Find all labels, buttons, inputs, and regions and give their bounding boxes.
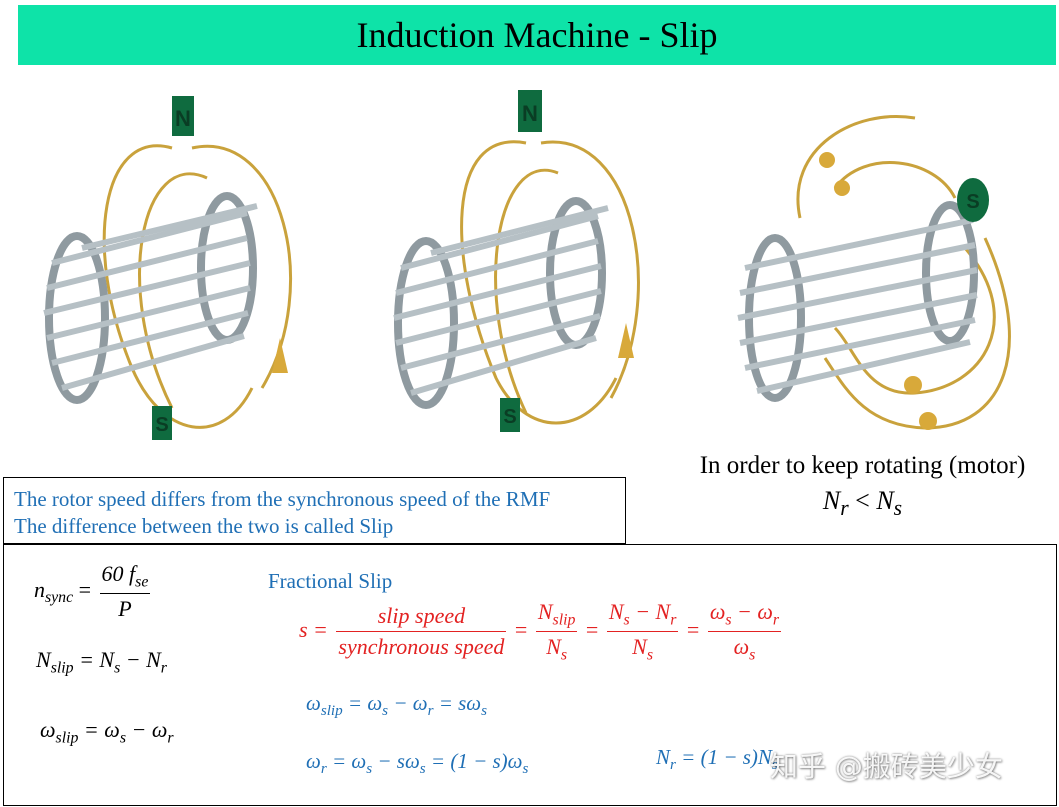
svg-text:S: S: [966, 191, 979, 213]
rotor-figure-3: S: [715, 88, 1015, 448]
wslip-blue-formula: ωslip = ωs − ωr = sωs: [306, 691, 488, 720]
motor-condition-caption: In order to keep rotating (motor) Nr < N…: [670, 452, 1055, 521]
watermark: 知乎 @搬砖美少女: [770, 750, 1003, 783]
wslip-formula: ωslip = ωs − ωr: [40, 717, 174, 747]
svg-text:S: S: [503, 406, 516, 428]
svg-text:N: N: [175, 106, 191, 131]
caption-text: In order to keep rotating (motor): [699, 452, 1026, 479]
nr-blue-formula: Nr = (1 − s)Ns: [656, 745, 778, 774]
fractional-slip-label: Fractional Slip: [268, 569, 393, 593]
nslip-formula: Nslip = Ns − Nr: [36, 647, 167, 677]
motor-condition-formula: Nr < Ns: [822, 486, 903, 521]
rotor-figure-1: N S: [22, 88, 334, 458]
rotor-cage-icon: S: [737, 115, 1011, 430]
svg-text:S: S: [155, 414, 168, 436]
description-line-2: The difference between the two is called…: [14, 514, 394, 538]
svg-text:N: N: [522, 101, 538, 126]
description-line-1: The rotor speed differs from the synchro…: [14, 487, 551, 511]
title-bar: Induction Machine - Slip: [18, 5, 1056, 65]
rotor-cage-icon: N S: [43, 96, 292, 440]
slip-description-box: The rotor speed differs from the synchro…: [3, 477, 626, 544]
rotor-figure-2: N S: [376, 88, 668, 458]
page-title: Induction Machine - Slip: [356, 15, 718, 55]
rotor-cage-icon: N S: [393, 90, 640, 432]
wr-blue-formula: ωr = ωs − sωs = (1 − s)ωs: [306, 749, 529, 778]
